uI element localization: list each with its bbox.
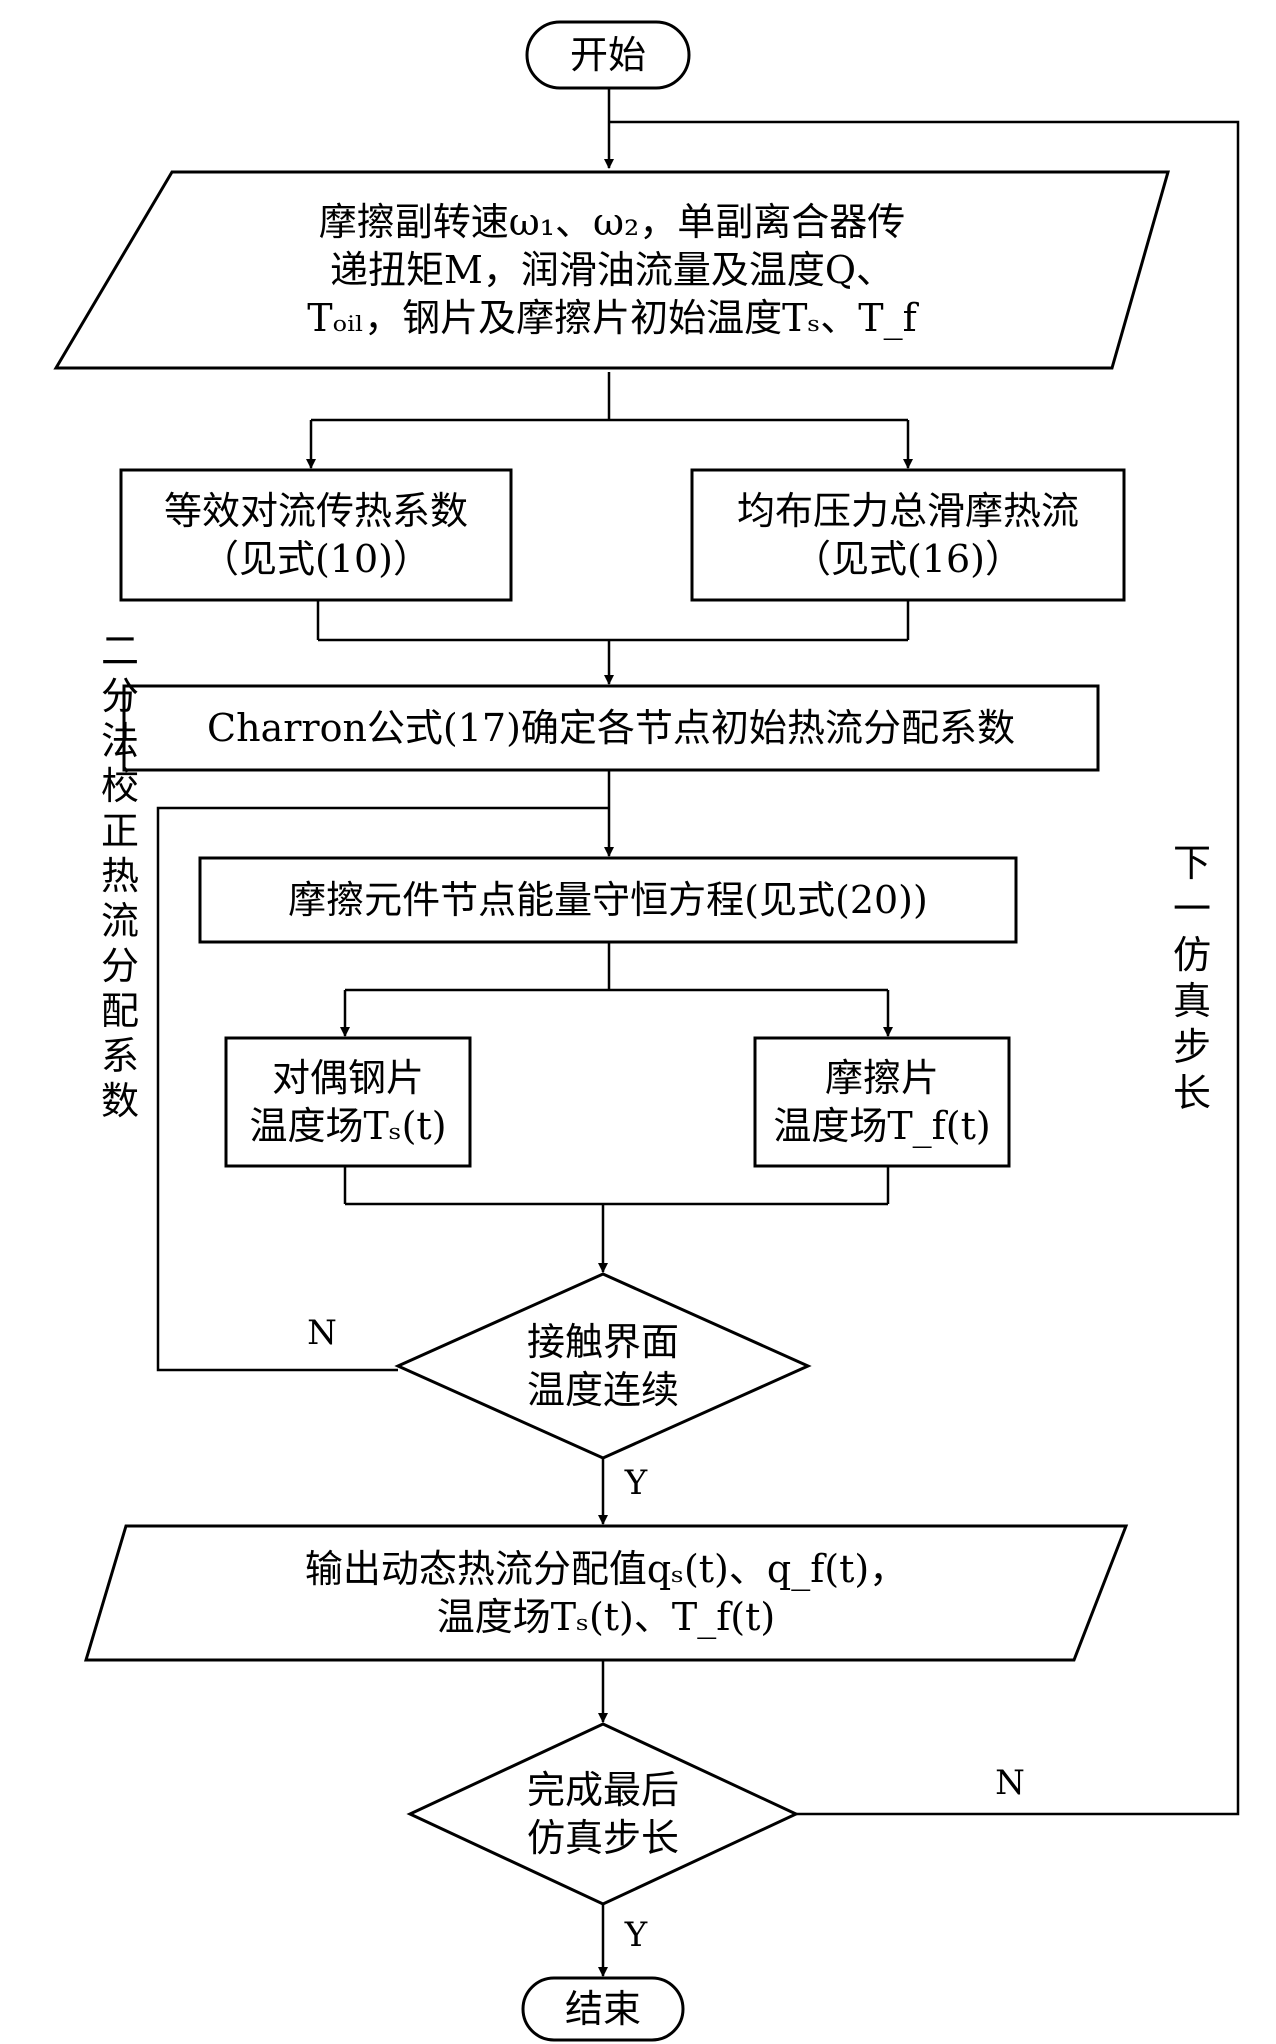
node-input: 摩擦副转速ω₁、ω₂，单副离合器传递扭矩M，润滑油流量及温度Q、Tₒᵢₗ，钢片及… <box>53 170 1170 370</box>
input-line: 递扭矩M，润滑油流量及温度Q、 <box>330 248 894 292</box>
end-line: 结束 <box>565 1987 641 2031</box>
node-laststep: 完成最后仿真步长 <box>406 1722 800 1906</box>
vertical-label-char: 一 <box>1173 887 1211 931</box>
vertical-label-char: 步 <box>1173 1025 1211 1069</box>
steel-line: 温度场Tₛ(t) <box>249 1104 446 1148</box>
node-input-text: 摩擦副转速ω₁、ω₂，单副离合器传递扭矩M，润滑油流量及温度Q、Tₒᵢₗ，钢片及… <box>307 200 919 341</box>
vertical-label-char: 真 <box>1173 979 1211 1023</box>
node-energy: 摩擦元件节点能量守恒方程(见式(20)) <box>198 856 1018 944</box>
node-output-text: 输出动态热流分配值qₛ(t)、q_f(t)，温度场Tₛ(t)、T_f(t) <box>305 1547 907 1640</box>
vertical-label-char: 流 <box>101 899 139 943</box>
label-contact-no: N <box>307 1313 337 1353</box>
node-flux: 均布压力总滑摩热流（见式(16)） <box>690 468 1126 602</box>
vertical-label-char: 数 <box>101 1079 139 1123</box>
label-next-step-loop: 下一仿真步长 <box>1173 841 1211 1115</box>
vertical-label-char: 热 <box>101 854 139 898</box>
friction-line: 摩擦片 <box>825 1056 939 1100</box>
label-bisection-loop: 二分法校正热流分配系数 <box>101 629 139 1123</box>
vertical-label-char: 正 <box>101 809 139 853</box>
contact-line: 温度连续 <box>527 1368 679 1412</box>
output-line: 温度场Tₛ(t)、T_f(t) <box>437 1595 775 1640</box>
input-line: 摩擦副转速ω₁、ω₂，单副离合器传 <box>319 200 905 244</box>
edge-contact-no-loop <box>156 806 609 1372</box>
contact-line: 接触界面 <box>527 1320 679 1364</box>
vertical-label-char: 配 <box>101 989 139 1033</box>
label-laststep-no: N <box>995 1763 1025 1803</box>
node-start-text: 开始 <box>570 33 646 77</box>
charron-line: Charron公式(17)确定各节点初始热流分配系数 <box>207 706 1015 750</box>
node-end: 结束 <box>521 1976 685 2042</box>
steel-line: 对偶钢片 <box>272 1056 424 1100</box>
node-friction-text: 摩擦片温度场T_f(t) <box>773 1056 990 1149</box>
node-start: 开始 <box>525 20 691 90</box>
node-charron: Charron公式(17)确定各节点初始热流分配系数 <box>122 684 1100 772</box>
conv-line: 等效对流传热系数 <box>164 489 468 533</box>
vertical-label-char: 下 <box>1173 841 1211 885</box>
node-conv: 等效对流传热系数（见式(10)） <box>119 468 513 602</box>
laststep-line: 完成最后 <box>527 1768 679 1812</box>
node-flux-text: 均布压力总滑摩热流（见式(16)） <box>737 489 1079 581</box>
flux-line: 均布压力总滑摩热流 <box>737 489 1079 533</box>
edge-laststep-no-loop <box>609 120 1240 1816</box>
start-line: 开始 <box>570 33 646 77</box>
node-laststep-text: 完成最后仿真步长 <box>527 1768 679 1860</box>
label-laststep-yes: Y <box>624 1915 648 1955</box>
node-conv-text: 等效对流传热系数（见式(10)） <box>164 489 468 581</box>
vertical-label-char: 分 <box>101 944 139 988</box>
vertical-label-char: 分 <box>101 674 139 718</box>
flux-line: （见式(16)） <box>793 537 1023 581</box>
conv-line: （见式(10)） <box>201 537 431 581</box>
node-steel: 对偶钢片温度场Tₛ(t) <box>224 1036 472 1168</box>
label-contact-yes: Y <box>624 1463 648 1503</box>
node-end-text: 结束 <box>565 1987 641 2031</box>
vertical-label-char: 系 <box>101 1034 139 1078</box>
vertical-label-char: 法 <box>101 719 139 763</box>
node-output: 输出动态热流分配值qₛ(t)、q_f(t)，温度场Tₛ(t)、T_f(t) <box>83 1524 1129 1662</box>
node-friction: 摩擦片温度场T_f(t) <box>753 1036 1011 1168</box>
vertical-label-char: 二 <box>101 629 139 673</box>
energy-line: 摩擦元件节点能量守恒方程(见式(20)) <box>288 878 928 922</box>
laststep-line: 仿真步长 <box>527 1816 679 1860</box>
node-contact: 接触界面温度连续 <box>394 1272 812 1460</box>
node-contact-text: 接触界面温度连续 <box>527 1320 679 1412</box>
output-line: 输出动态热流分配值qₛ(t)、q_f(t)， <box>305 1547 907 1592</box>
input-line: Tₒᵢₗ，钢片及摩擦片初始温度Tₛ、T_f <box>307 296 919 341</box>
vertical-label-char: 长 <box>1173 1071 1211 1115</box>
edges <box>156 88 1240 1977</box>
friction-line: 温度场T_f(t) <box>773 1104 990 1149</box>
node-energy-text: 摩擦元件节点能量守恒方程(见式(20)) <box>288 878 928 922</box>
node-charron-text: Charron公式(17)确定各节点初始热流分配系数 <box>207 706 1015 750</box>
vertical-label-char: 仿 <box>1173 933 1211 977</box>
node-steel-text: 对偶钢片温度场Tₛ(t) <box>249 1056 446 1148</box>
vertical-label-char: 校 <box>101 764 139 808</box>
